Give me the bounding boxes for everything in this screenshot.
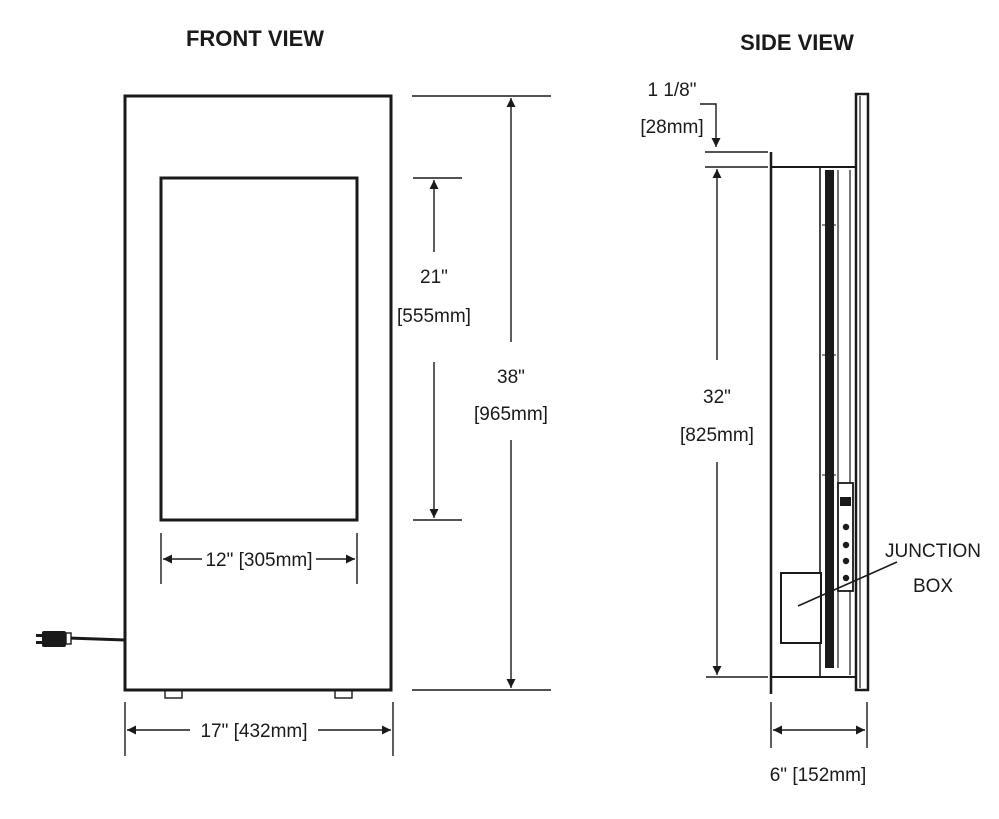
front-screen-width-label: 12" [305mm] [205, 550, 312, 571]
front-outer-height-metric: [965mm] [474, 404, 548, 425]
side-body-height-dimension: 32" [825mm] [680, 169, 768, 678]
front-outer-width-dimension: 17" [432mm] [124, 702, 394, 756]
front-screen-height-metric: [555mm] [397, 306, 471, 327]
junction-box [780, 572, 822, 644]
front-outer-frame [123, 94, 393, 692]
front-screen-height-dimension: 21" [555mm] [397, 177, 471, 521]
front-foot-right [334, 689, 353, 699]
side-control-panel [837, 482, 854, 592]
front-view-title: FRONT VIEW [186, 26, 324, 51]
junction-box-leader [797, 561, 898, 607]
side-view-title: SIDE VIEW [740, 30, 854, 55]
side-view: SIDE VIEW JUNCTI [640, 30, 981, 786]
front-foot-left [164, 689, 183, 699]
side-top-offset-imperial: 1 1/8" [647, 80, 696, 101]
junction-box-label-line1: JUNCTION [885, 541, 981, 562]
front-screen-width-dimension: 12" [305mm] [160, 533, 358, 584]
power-cord-plug-icon [36, 631, 126, 647]
side-depth-label: 6" [152mm] [770, 765, 867, 786]
front-screen [159, 176, 359, 522]
side-top-offset-metric: [28mm] [640, 117, 703, 138]
side-top-offset-dimension: 1 1/8" [28mm] [640, 80, 768, 168]
front-outer-height-imperial: 38" [497, 367, 525, 388]
front-outer-width-label: 17" [432mm] [200, 721, 307, 742]
side-body-height-imperial: 32" [703, 387, 731, 408]
front-view: FRONT VIEW 38" [965mm] [36, 26, 551, 756]
front-outer-height-dimension: 38" [965mm] [412, 95, 551, 691]
junction-box-label-line2: BOX [913, 576, 953, 597]
front-screen-height-imperial: 21" [420, 267, 448, 288]
side-depth-dimension: 6" [152mm] [770, 702, 868, 786]
side-front-panel [854, 92, 870, 692]
side-body-height-metric: [825mm] [680, 425, 754, 446]
